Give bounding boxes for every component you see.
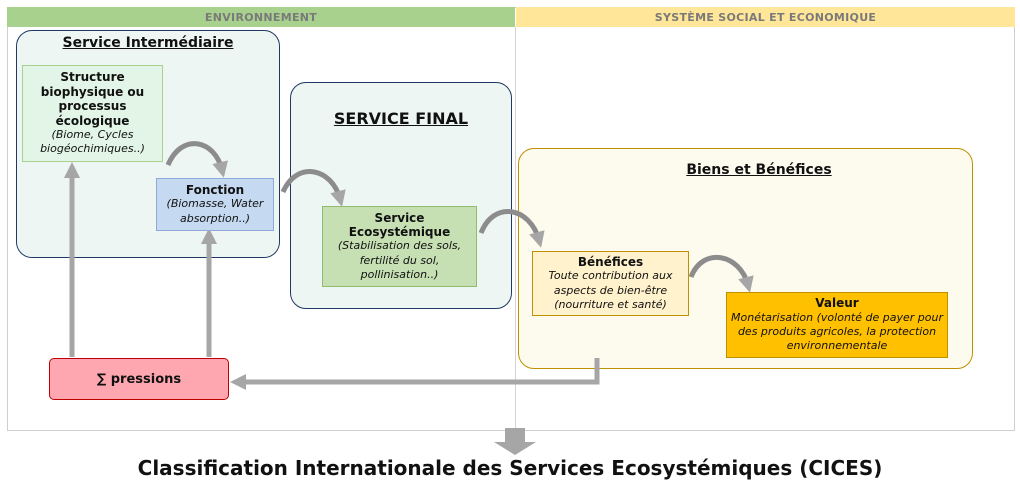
down-arrow-to-classification bbox=[494, 428, 536, 455]
goods-benefits-title: Biens et Bénéfices bbox=[686, 162, 832, 178]
benefits-box: Bénéfices Toute contribution aux aspects… bbox=[532, 251, 689, 316]
structure-title: Structure biophysique ou processus écolo… bbox=[40, 70, 145, 128]
value-box: Valeur Monétarisation (volonté de payer … bbox=[726, 292, 948, 358]
ecosystem-service-detail: (Stabilisation des sols, fertilité du so… bbox=[337, 239, 462, 282]
value-title: Valeur bbox=[815, 296, 859, 311]
pressures-box: ∑ pressions bbox=[49, 358, 229, 400]
function-box: Fonction (Biomasse, Water absorption..) bbox=[156, 178, 274, 231]
ecosystem-service-box: Service Ecosystémique (Stabilisation des… bbox=[322, 206, 477, 287]
final-service-title: SERVICE FINAL bbox=[333, 109, 469, 128]
ecosystem-service-title: Service Ecosystémique bbox=[348, 210, 451, 240]
diagram-caption: Classification Internationale des Servic… bbox=[137, 456, 883, 480]
intermediate-service-title: Service Intermédiaire bbox=[62, 35, 234, 51]
benefits-title: Bénéfices bbox=[577, 254, 644, 269]
value-detail: Monétarisation (volonté de payer pour de… bbox=[731, 310, 943, 353]
benefits-detail: Toute contribution aux aspects de bien-ê… bbox=[548, 269, 673, 311]
function-title: Fonction bbox=[185, 183, 245, 197]
function-detail: (Biomasse, Water absorption..) bbox=[166, 197, 264, 225]
structure-box: Structure biophysique ou processus écolo… bbox=[22, 65, 163, 162]
structure-detail: (Biome, Cycles biogéochimiques..) bbox=[40, 127, 145, 156]
section-divider bbox=[515, 27, 516, 431]
social-economic-header: SYSTÈME SOCIAL ET ECONOMIQUE bbox=[516, 7, 1015, 27]
environment-header: ENVIRONNEMENT bbox=[7, 7, 515, 27]
